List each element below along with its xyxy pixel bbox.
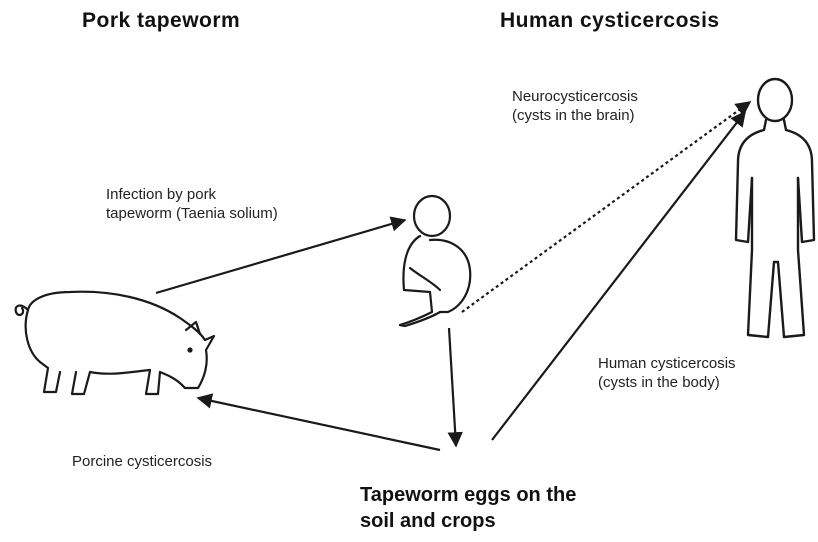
pig-icon: [16, 292, 214, 394]
standing-person-icon: [736, 79, 814, 337]
label-porcine-cysticercosis: Porcine cysticercosis: [72, 453, 212, 472]
heading-human-cysticercosis: Human cysticercosis: [500, 8, 720, 34]
cycle-arrows: [156, 102, 750, 450]
arrow-pig-to-person: [156, 220, 405, 293]
label-infection: Infection by pork tapeworm (Taenia soliu…: [106, 186, 278, 224]
heading-pork-tapeworm: Pork tapeworm: [82, 8, 240, 34]
label-tapeworm-eggs: Tapeworm eggs on the soil and crops: [360, 482, 576, 534]
arrow-person-to-eggs: [449, 328, 456, 446]
label-human-body-cysts: Human cysticercosis (cysts in the body): [598, 355, 736, 393]
arrow-eggs-to-pig: [198, 398, 440, 450]
arrow-person-to-brain: [462, 102, 750, 312]
label-neurocysticercosis: Neurocysticercosis (cysts in the brain): [512, 88, 638, 126]
sitting-person-icon: [400, 196, 470, 326]
